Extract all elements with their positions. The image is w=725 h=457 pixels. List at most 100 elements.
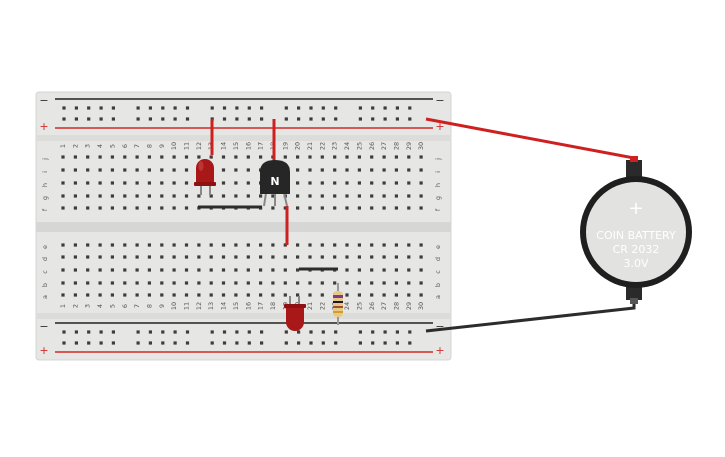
breadboard-hole[interactable] bbox=[135, 268, 139, 272]
breadboard-hole[interactable] bbox=[148, 341, 152, 345]
breadboard-hole[interactable] bbox=[185, 330, 190, 334]
breadboard-hole[interactable] bbox=[184, 194, 189, 198]
breadboard-hole[interactable] bbox=[308, 206, 312, 210]
breadboard-hole[interactable] bbox=[382, 293, 386, 297]
breadboard-hole[interactable] bbox=[74, 330, 78, 334]
breadboard-hole[interactable] bbox=[221, 243, 226, 247]
breadboard-hole[interactable] bbox=[297, 330, 301, 334]
breadboard-hole[interactable] bbox=[370, 243, 374, 247]
breadboard-hole[interactable] bbox=[62, 330, 66, 334]
breadboard-hole[interactable] bbox=[297, 106, 301, 110]
breadboard-hole[interactable] bbox=[222, 117, 227, 121]
breadboard-hole[interactable] bbox=[370, 255, 374, 259]
breadboard-hole[interactable] bbox=[86, 206, 90, 210]
breadboard-hole[interactable] bbox=[147, 206, 151, 210]
breadboard-hole[interactable] bbox=[111, 341, 115, 345]
breadboard-hole[interactable] bbox=[296, 281, 300, 285]
breadboard-hole[interactable] bbox=[383, 341, 387, 345]
breadboard-hole[interactable] bbox=[98, 281, 102, 285]
breadboard-hole[interactable] bbox=[221, 268, 226, 272]
breadboard-hole[interactable] bbox=[419, 206, 423, 210]
breadboard-hole[interactable] bbox=[148, 106, 152, 110]
breadboard-hole[interactable] bbox=[135, 281, 139, 285]
breadboard-hole[interactable] bbox=[394, 194, 398, 198]
breadboard-hole[interactable] bbox=[197, 293, 201, 297]
breadboard-hole[interactable] bbox=[235, 106, 239, 110]
breadboard-hole[interactable] bbox=[173, 117, 177, 121]
breadboard-hole[interactable] bbox=[210, 341, 214, 345]
breadboard-hole[interactable] bbox=[160, 281, 164, 285]
breadboard-hole[interactable] bbox=[110, 268, 114, 272]
breadboard-hole[interactable] bbox=[135, 181, 139, 185]
breadboard-hole[interactable] bbox=[184, 155, 189, 159]
breadboard-hole[interactable] bbox=[222, 106, 227, 110]
breadboard-hole[interactable] bbox=[333, 255, 337, 259]
breadboard-hole[interactable] bbox=[246, 243, 250, 247]
breadboard-hole[interactable] bbox=[334, 117, 338, 121]
breadboard-hole[interactable] bbox=[172, 281, 176, 285]
breadboard-hole[interactable] bbox=[110, 206, 114, 210]
breadboard-hole[interactable] bbox=[185, 106, 190, 110]
breadboard-hole[interactable] bbox=[99, 341, 103, 345]
breadboard-hole[interactable] bbox=[147, 194, 151, 198]
breadboard-hole[interactable] bbox=[382, 206, 386, 210]
breadboard-hole[interactable] bbox=[86, 181, 90, 185]
breadboard-hole[interactable] bbox=[320, 181, 324, 185]
breadboard-hole[interactable] bbox=[147, 268, 151, 272]
breadboard-hole[interactable] bbox=[284, 106, 288, 110]
breadboard-hole[interactable] bbox=[383, 330, 387, 334]
breadboard-hole[interactable] bbox=[235, 341, 239, 345]
breadboard-hole[interactable] bbox=[160, 293, 164, 297]
breadboard-hole[interactable] bbox=[136, 330, 140, 334]
breadboard-hole[interactable] bbox=[283, 243, 287, 247]
breadboard-hole[interactable] bbox=[309, 117, 313, 121]
breadboard-hole[interactable] bbox=[357, 243, 361, 247]
breadboard-hole[interactable] bbox=[296, 181, 300, 185]
breadboard-hole[interactable] bbox=[246, 255, 250, 259]
breadboard-hole[interactable] bbox=[86, 255, 90, 259]
breadboard-hole[interactable] bbox=[184, 181, 189, 185]
breadboard-hole[interactable] bbox=[136, 341, 140, 345]
breadboard-hole[interactable] bbox=[123, 168, 127, 172]
breadboard-hole[interactable] bbox=[382, 168, 386, 172]
breadboard-hole[interactable] bbox=[345, 255, 349, 259]
breadboard-hole[interactable] bbox=[86, 243, 90, 247]
breadboard-hole[interactable] bbox=[246, 293, 250, 297]
breadboard-hole[interactable] bbox=[370, 155, 374, 159]
breadboard-hole[interactable] bbox=[419, 293, 423, 297]
breadboard-hole[interactable] bbox=[209, 268, 213, 272]
breadboard-hole[interactable] bbox=[172, 181, 176, 185]
breadboard-hole[interactable] bbox=[221, 255, 226, 259]
breadboard-hole[interactable] bbox=[419, 168, 423, 172]
breadboard-hole[interactable] bbox=[173, 106, 177, 110]
breadboard-hole[interactable] bbox=[86, 281, 90, 285]
breadboard-hole[interactable] bbox=[136, 106, 140, 110]
breadboard-hole[interactable] bbox=[357, 194, 361, 198]
breadboard-hole[interactable] bbox=[135, 206, 139, 210]
breadboard-hole[interactable] bbox=[62, 117, 66, 121]
breadboard-hole[interactable] bbox=[111, 106, 115, 110]
breadboard-hole[interactable] bbox=[283, 281, 287, 285]
breadboard-hole[interactable] bbox=[123, 155, 127, 159]
breadboard-hole[interactable] bbox=[235, 117, 239, 121]
breadboard-hole[interactable] bbox=[147, 243, 151, 247]
breadboard-hole[interactable] bbox=[309, 341, 313, 345]
breadboard-hole[interactable] bbox=[345, 168, 349, 172]
breadboard-hole[interactable] bbox=[246, 194, 250, 198]
breadboard-hole[interactable] bbox=[259, 293, 263, 297]
breadboard-hole[interactable] bbox=[345, 281, 349, 285]
breadboard-hole[interactable] bbox=[271, 206, 275, 210]
breadboard-hole[interactable] bbox=[147, 293, 151, 297]
breadboard-hole[interactable] bbox=[123, 181, 127, 185]
breadboard-hole[interactable] bbox=[161, 106, 165, 110]
breadboard-hole[interactable] bbox=[271, 293, 275, 297]
breadboard-hole[interactable] bbox=[87, 341, 91, 345]
breadboard-hole[interactable] bbox=[395, 117, 399, 121]
breadboard-hole[interactable] bbox=[321, 341, 325, 345]
breadboard-hole[interactable] bbox=[73, 268, 77, 272]
breadboard-hole[interactable] bbox=[283, 255, 287, 259]
breadboard-hole[interactable] bbox=[382, 194, 386, 198]
breadboard-hole[interactable] bbox=[382, 255, 386, 259]
breadboard-hole[interactable] bbox=[173, 330, 177, 334]
breadboard-hole[interactable] bbox=[184, 281, 189, 285]
